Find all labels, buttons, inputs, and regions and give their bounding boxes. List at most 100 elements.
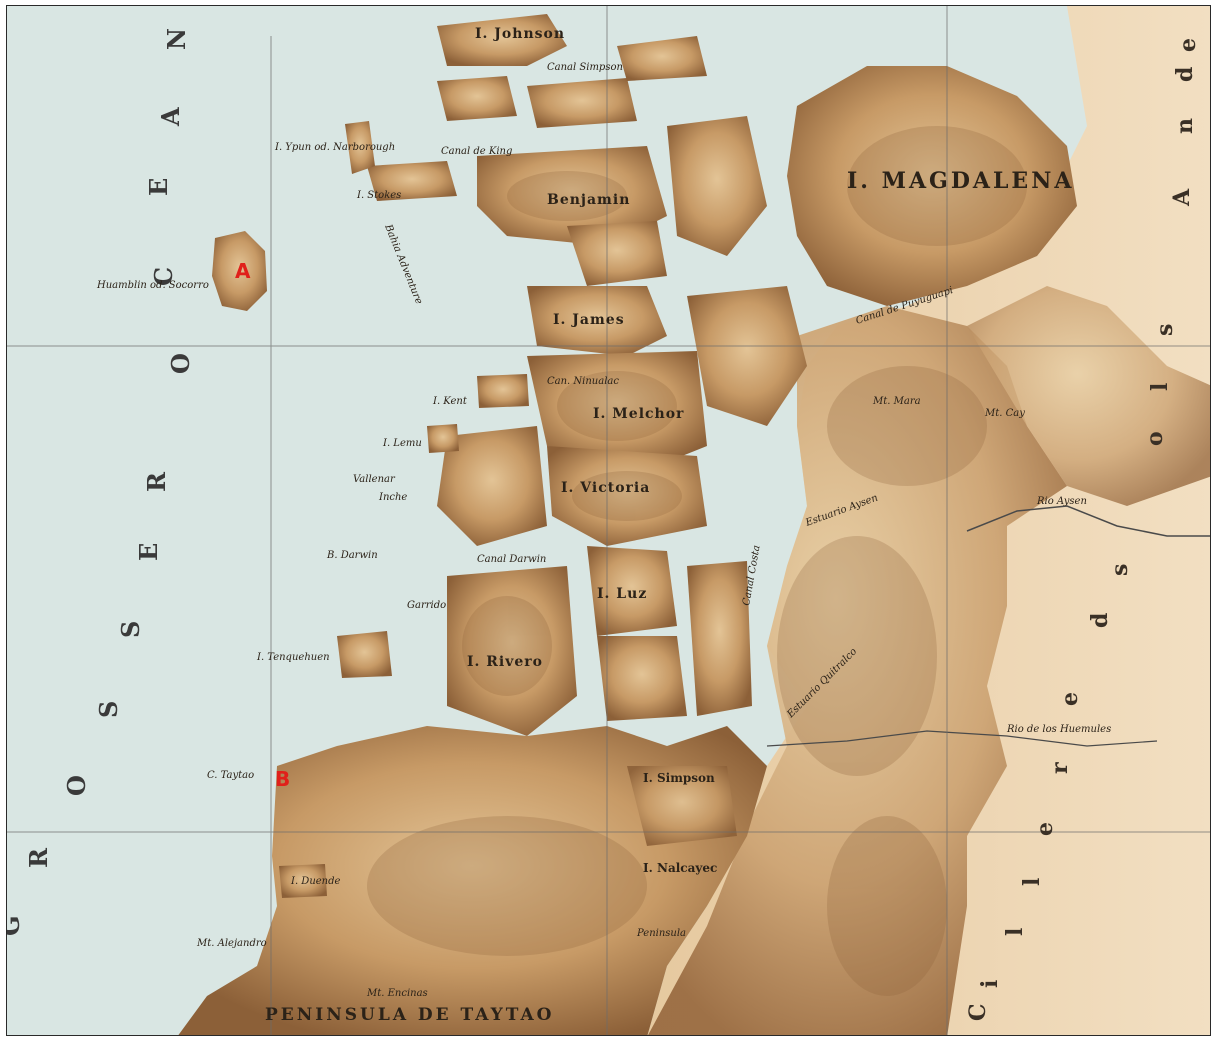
island-traiguen: [687, 561, 752, 716]
island-cuptana: [667, 116, 767, 256]
island-small-west-3: [477, 374, 529, 408]
island-east-central: [687, 286, 807, 426]
andes-letter: l: [1147, 383, 1173, 391]
andes-letter: l: [1002, 928, 1028, 936]
label-garrido: Garrido: [407, 600, 446, 611]
island-narborough: [345, 121, 375, 174]
ocean-letter: S: [116, 621, 145, 638]
island-magdalena: [787, 66, 1077, 306]
label-melchor: I. Melchor: [593, 406, 684, 422]
label-canal-king: Canal de King: [441, 146, 512, 157]
andes-letter: e: [1032, 822, 1058, 836]
label-luz: I. Luz: [597, 586, 647, 602]
island-west-central: [437, 426, 547, 546]
island-small-west-2: [427, 424, 459, 453]
label-james: I. James: [553, 312, 625, 328]
river-aysen: [966, 505, 1210, 537]
andes-label: An d e s l o s d e r e l l iC: [965, 38, 1201, 1021]
label-nalcayec: I. Nalcayec: [643, 861, 717, 875]
ocean-letter: O: [166, 353, 195, 374]
label-socorro: Huamblin od. Socorro: [96, 280, 209, 291]
label-benjamin: Benjamin: [547, 192, 630, 208]
island-small-west-1: [337, 631, 392, 678]
label-canal-darwin: Canal Darwin: [477, 554, 546, 565]
andes-relief: [648, 306, 1067, 1035]
island-tahuenahuec: [527, 78, 637, 128]
andes-letter: e: [1175, 38, 1201, 52]
label-darwin: B. Darwin: [326, 550, 378, 561]
label-c-taytao: C. Taytao: [207, 770, 254, 781]
label-rio-huemules: Rio de los Huemules: [1006, 724, 1111, 735]
label-canal-simpson: Canal Simpson: [547, 62, 623, 73]
label-lemu: I. Lemu: [382, 438, 422, 449]
label-mt-alejandro: Mt. Alejandro: [196, 938, 267, 949]
label-tenquehuen: I. Tenquehuen: [256, 652, 330, 663]
label-peninsula-taytao: PENINSULA DE TAYTAO: [265, 1005, 554, 1025]
peninsula-taytao: [178, 726, 767, 1035]
label-mt-mara: Mt. Mara: [872, 396, 921, 407]
river-huemules: [766, 730, 1158, 747]
label-duende: I. Duende: [290, 876, 341, 887]
label-victoria: I. Victoria: [561, 480, 650, 496]
ocean-letter: O: [62, 775, 91, 796]
island-victoria: [547, 446, 707, 546]
label-rio-aysen: Rio Aysen: [1036, 496, 1087, 507]
marker-b: B: [275, 767, 290, 791]
island-stokes: [367, 161, 457, 201]
island-johnson: [437, 14, 567, 66]
label-can-ninualac: Can. Ninualac: [547, 376, 619, 387]
andes-letter: d: [1087, 613, 1113, 628]
island-nunez: [597, 636, 687, 721]
label-nunez-simpson: I. Simpson: [643, 771, 715, 785]
andes-letter: n: [1172, 118, 1198, 134]
andes-letter: o: [1142, 431, 1168, 446]
ocean-letter: G: [7, 916, 25, 937]
label-narborough: I. Ypun od. Narborough: [274, 142, 395, 153]
andes-letter: A: [1169, 188, 1195, 207]
ocean-letter: E: [144, 178, 173, 196]
island-duende: [279, 864, 327, 898]
island-rivero: [447, 566, 577, 736]
label-mt-cay: Mt. Cay: [984, 408, 1025, 419]
label-rivero: I. Rivero: [467, 654, 543, 670]
island-simpson: [627, 766, 737, 846]
map-grid: [7, 6, 1210, 1035]
label-penin: Peninsula: [636, 928, 686, 939]
island-socorro: [212, 231, 267, 311]
label-kent: I. Kent: [432, 396, 468, 407]
label-johnson: I. Johnson: [475, 26, 565, 42]
andes-letter: r: [1047, 762, 1073, 774]
label-magdalena: I. MAGDALENA: [847, 168, 1074, 194]
andes-letter: d: [1172, 67, 1198, 82]
ocean-letter: S: [94, 701, 123, 718]
island-jechica: [617, 36, 707, 81]
andes-relief-2: [967, 286, 1210, 506]
island-melchor: [527, 351, 707, 466]
ocean-letter: N: [162, 28, 191, 50]
label-vallenar: Vallenar: [353, 474, 396, 485]
label-inche: Inche: [378, 492, 407, 503]
island-luz: [587, 546, 677, 636]
andes-letter: l: [1019, 878, 1045, 886]
island-benjamin: [477, 146, 667, 246]
andes-letter: e: [1057, 692, 1083, 706]
andes-letter: i: [977, 980, 1003, 988]
island-james: [527, 286, 667, 356]
andes-letter: s: [1152, 324, 1178, 336]
label-mt-encinas: Mt. Encinas: [366, 988, 428, 999]
ocean-letter: E: [134, 543, 163, 561]
andes-letter: s: [1107, 564, 1133, 576]
label-stokes: I. Stokes: [356, 190, 401, 201]
andes-letter: C: [965, 1003, 991, 1021]
ocean-letter: R: [142, 471, 171, 492]
ocean-label: G R O S S E R O C E A N: [7, 28, 195, 936]
ocean-letter: C: [149, 267, 178, 286]
ocean-letter: A: [156, 107, 185, 127]
island-level: [437, 76, 517, 121]
ocean-letter: R: [24, 847, 53, 868]
island-jorge: [567, 221, 667, 286]
marker-a: A: [235, 259, 251, 283]
relief-shading: [367, 126, 1027, 996]
